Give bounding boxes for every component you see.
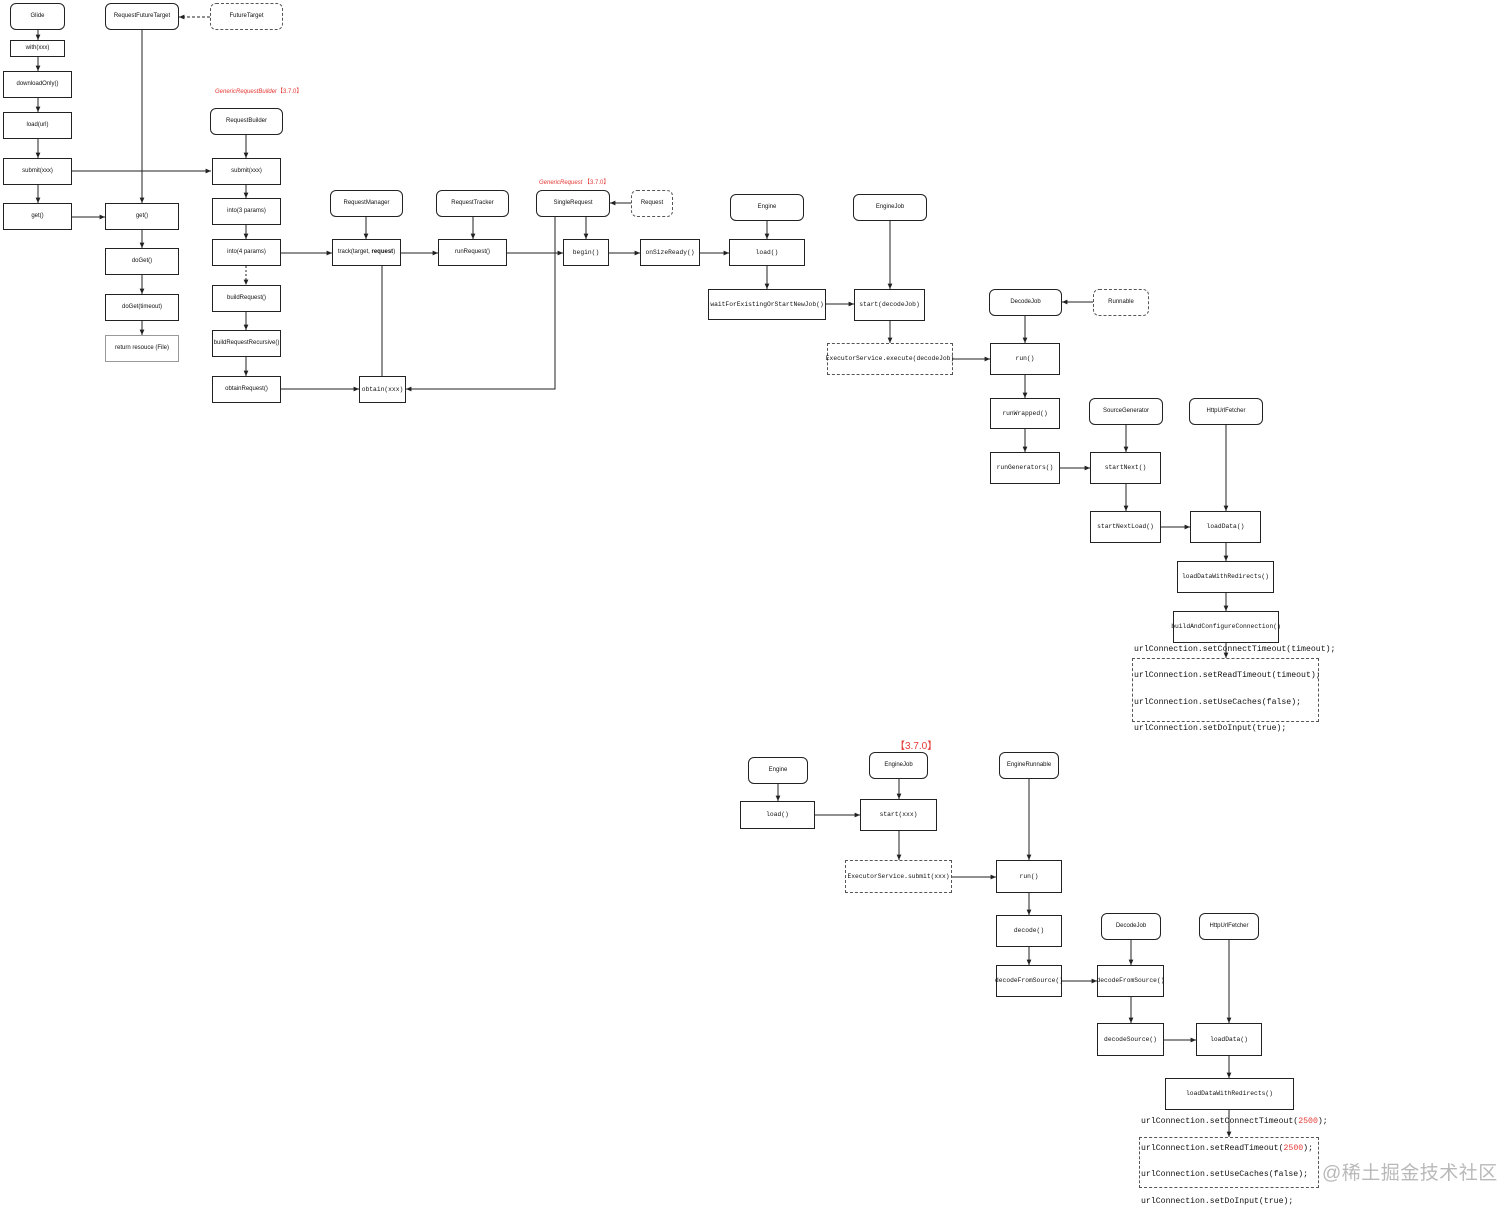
load-redirects-top-node[interactable]: loadDataWithRedirects() xyxy=(1177,561,1274,593)
track-label-bold: request xyxy=(371,249,394,256)
executor-submit-node[interactable]: ExecutorService.submit(xxx) xyxy=(845,860,952,893)
get-left-node[interactable]: get() xyxy=(3,203,72,230)
obtain-request-node[interactable]: obtainRequest() xyxy=(212,376,281,403)
request-builder-node[interactable]: RequestBuilder xyxy=(210,108,283,135)
decode-source-node[interactable]: decodeSource() xyxy=(1097,1023,1164,1056)
http-fetcher-top-node[interactable]: HttpUrlFetcher xyxy=(1189,398,1263,425)
return-resource-node[interactable]: return resouce (File) xyxy=(105,335,179,362)
track-node[interactable]: track(target, request) xyxy=(332,239,401,266)
submit-rb-node[interactable]: submit(xxx) xyxy=(212,158,281,185)
timeout-value: 2500 xyxy=(1283,1143,1304,1153)
code-line: urlConnection.setReadTimeout(timeout); xyxy=(1134,671,1321,681)
decode-job-top-node[interactable]: DecodeJob xyxy=(989,289,1062,316)
decode-from-source-a-node[interactable]: decodeFromSource() xyxy=(995,965,1063,997)
run-request-node[interactable]: runRequest() xyxy=(438,239,507,266)
get-mid-node[interactable]: get() xyxy=(105,203,179,230)
code-block-top: urlConnection.setConnectTimeout(timeout)… xyxy=(1132,645,1335,733)
start-decode-job-node[interactable]: start(decodeJob) xyxy=(854,289,925,321)
generic-request-note: GenericRequest 【3.7.0】 xyxy=(539,180,610,186)
with-node[interactable]: with(xxx) xyxy=(10,40,65,57)
single-request-node[interactable]: SingleRequest xyxy=(536,190,610,217)
run-wrapped-node[interactable]: runWrapped() xyxy=(990,398,1060,429)
run-bottom-node[interactable]: run() xyxy=(996,860,1062,893)
code-block-bottom: urlConnection.setConnectTimeout(2500); u… xyxy=(1139,1117,1328,1206)
decode-job-bottom-node[interactable]: DecodeJob xyxy=(1101,913,1161,940)
load-redirects-bottom-node[interactable]: loadDataWithRedirects() xyxy=(1165,1078,1294,1110)
executor-execute-node[interactable]: ExecutorService.execute(decodeJob) xyxy=(826,343,954,375)
code-line: urlConnection.setUseCaches(false); xyxy=(1141,1170,1309,1180)
engine-bottom-node[interactable]: Engine xyxy=(748,757,808,784)
engine-top-node[interactable]: Engine xyxy=(730,194,804,221)
load-data-bottom-node[interactable]: loadData() xyxy=(1196,1023,1262,1056)
wait-for-job-node[interactable]: waitForExistingOrStartNewJob() xyxy=(708,289,826,320)
http-fetcher-bottom-node[interactable]: HttpUrlFetcher xyxy=(1199,913,1259,940)
request-node[interactable]: Request xyxy=(631,190,673,217)
edge xyxy=(406,217,556,392)
load-url-node[interactable]: load(url) xyxy=(3,112,72,139)
begin-node[interactable]: begin() xyxy=(563,239,609,266)
code-line: urlConnection.setUseCaches(false); xyxy=(1134,697,1302,707)
engine-job-bottom-node[interactable]: EngineJob xyxy=(869,752,928,779)
glide-node[interactable]: Glide xyxy=(10,3,65,30)
do-get-node[interactable]: doGet() xyxy=(105,248,179,275)
start-next-load-node[interactable]: startNextLoad() xyxy=(1090,511,1161,543)
load-bottom-node[interactable]: load() xyxy=(740,801,815,829)
version-note-bottom: 【3.7.0】 xyxy=(895,741,938,752)
track-label-prefix: track(target, xyxy=(337,249,372,256)
submit-left-node[interactable]: submit(xxx) xyxy=(3,158,72,185)
watermark: @稀土掘金技术社区 xyxy=(1322,1163,1498,1184)
code-line: urlConnection.setDoInput(true); xyxy=(1134,724,1287,734)
build-request-node[interactable]: buildRequest() xyxy=(212,285,281,312)
decode-from-source-b-node[interactable]: decodeFromSource() xyxy=(1096,965,1165,997)
request-future-target-node[interactable]: RequestFutureTarget xyxy=(105,3,179,30)
load-top-node[interactable]: load() xyxy=(729,239,805,266)
request-tracker-node[interactable]: RequestTracker xyxy=(436,190,509,217)
build-request-recursive-node[interactable]: buildRequestRecursive() xyxy=(212,330,281,357)
on-size-ready-node[interactable]: onSizeReady() xyxy=(640,239,700,266)
build-configure-node[interactable]: buildAndConfigureConnection() xyxy=(1171,611,1281,643)
code-line: urlConnection.setConnectTimeout(2500); xyxy=(1141,1117,1328,1127)
start-xxx-node[interactable]: start(xxx) xyxy=(860,799,937,831)
decode-node[interactable]: decode() xyxy=(996,915,1062,947)
into-4-params-node[interactable]: into(4 params) xyxy=(212,239,281,266)
download-only-node[interactable]: downloadOnly() xyxy=(3,71,72,98)
future-target-node[interactable]: FutureTarget xyxy=(210,3,283,30)
do-get-timeout-node[interactable]: doGet(timeout) xyxy=(105,294,179,321)
runnable-node[interactable]: Runnable xyxy=(1093,289,1149,316)
obtain-xxx-node[interactable]: obtain(xxx) xyxy=(359,376,406,403)
engine-runnable-node[interactable]: EngineRunnable xyxy=(999,752,1059,779)
into-3-params-node[interactable]: into(3 params) xyxy=(212,198,281,225)
code-line: urlConnection.setConnectTimeout(timeout)… xyxy=(1134,644,1336,654)
run-top-node[interactable]: run() xyxy=(990,343,1060,375)
run-generators-node[interactable]: runGenerators() xyxy=(990,452,1060,484)
source-generator-node[interactable]: SourceGenerator xyxy=(1089,398,1163,425)
start-next-node[interactable]: startNext() xyxy=(1090,452,1161,484)
timeout-value: 2500 xyxy=(1298,1117,1318,1127)
request-manager-node[interactable]: RequestManager xyxy=(330,190,403,217)
code-line: urlConnection.setReadTimeout(2500); xyxy=(1141,1143,1313,1153)
track-label-suffix: ) xyxy=(393,249,396,256)
engine-job-top-node[interactable]: EngineJob xyxy=(853,194,927,221)
load-data-top-node[interactable]: loadData() xyxy=(1190,511,1261,543)
code-line: urlConnection.setDoInput(true); xyxy=(1141,1196,1294,1206)
generic-request-builder-note: GenericRequestBuilder【3.7.0】 xyxy=(215,89,303,95)
